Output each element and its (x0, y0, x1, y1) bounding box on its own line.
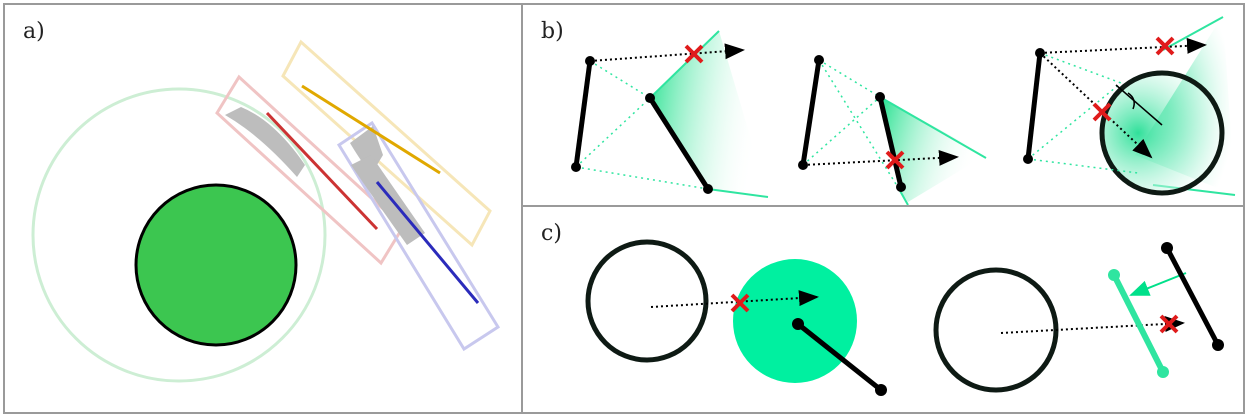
scene-b1-shadow (650, 31, 768, 197)
scene-b3-dotted-ray-3 (1027, 158, 1139, 174)
scene-b3 (1023, 15, 1236, 196)
scene-b1-endpoint (645, 93, 655, 103)
scene-c2-endpoint (1161, 242, 1173, 254)
scene-b2-cross-icon (885, 150, 905, 170)
blue-overlap-region (351, 155, 425, 245)
scene-b3-dotted-ray-1 (1039, 52, 1122, 84)
panel-c-diagram (585, 239, 1224, 396)
scene-c1 (585, 239, 887, 396)
panel-b-diagram (571, 15, 1236, 206)
scene-c2-projection-arrow (1129, 272, 1187, 296)
scene-c2-projected-endpoint (1157, 366, 1169, 378)
panel-a-diagram (31, 39, 501, 383)
scene-b3-endpoint (1035, 48, 1045, 58)
red-overlap-region (225, 107, 305, 177)
scene-b2-viewer-segment (800, 59, 822, 166)
scene-c2-projected-endpoint (1108, 269, 1120, 281)
scene-b1-shadow-edge (649, 30, 720, 99)
scene-c1-endpoint (792, 318, 804, 330)
scene-b2-obstacle-segment (877, 96, 904, 188)
scene-b1-endpoint (703, 184, 713, 194)
scene-b3-radius-line (1115, 84, 1163, 126)
scene-c1-endpoint (875, 384, 887, 396)
scene-c2-sight-ray (1000, 315, 1185, 334)
yellow-bounding-box (281, 39, 492, 248)
scene-b3-disc (1099, 70, 1225, 196)
scene-c1-target-circle (585, 239, 709, 363)
scene-b3-angle-arc (1127, 92, 1135, 110)
green-disc (134, 183, 298, 347)
scene-c2-cross-icon (1159, 314, 1179, 334)
scene-b2 (798, 55, 987, 206)
scene-c2-projected-segment (1111, 273, 1166, 374)
scene-b1 (571, 30, 769, 198)
panel-a-label: a) (23, 19, 45, 44)
scene-b3-cross-icon-top (1155, 36, 1175, 56)
scene-b1-dotted-ray-1 (589, 60, 651, 99)
panel-c: c) (521, 205, 1245, 414)
scene-b3-endpoint (1023, 154, 1033, 164)
scene-b2-shadow-edge (879, 96, 987, 159)
red-segment (265, 111, 379, 231)
scene-c1-cross-icon (730, 293, 750, 313)
scene-b2-endpoint (896, 182, 906, 192)
scene-b1-cross-icon (684, 44, 704, 64)
scene-b1-shadow-edge-2 (707, 188, 769, 198)
scene-b2-dotted-ray-2 (802, 96, 881, 166)
scene-b2-dotted-ray-1 (818, 59, 881, 98)
panel-a: a) (3, 3, 523, 414)
scene-c1-segment (796, 322, 883, 392)
scene-c2-target-circle (933, 267, 1059, 393)
scene-b3-shadow-edge (1162, 16, 1224, 51)
blue-bounding-box (336, 120, 501, 352)
outer-radius-ring (31, 87, 327, 383)
blue-segment (375, 181, 480, 304)
panel-b: b) (521, 3, 1245, 207)
scene-b1-obstacle-segment (647, 96, 711, 191)
scene-b3-sight-ray (1039, 37, 1207, 54)
scene-c2-segment (1164, 246, 1221, 347)
scene-b3-cross-icon-mid (1092, 102, 1112, 122)
scene-b2-dotted-ray-3 (818, 59, 900, 190)
scene-c2 (933, 242, 1224, 393)
scene-b1-endpoint (571, 162, 581, 172)
panel-b-label: b) (541, 19, 564, 44)
scene-b3-dotted-ray-2 (1027, 82, 1122, 160)
scene-b2-endpoint (798, 160, 808, 170)
scene-b2-sight-ray (802, 149, 959, 166)
scene-b2-shadow (880, 97, 986, 202)
scene-b3-viewer-segment (1025, 52, 1043, 160)
scene-b1-endpoint (585, 56, 595, 66)
scene-b1-sight-ray (589, 43, 745, 62)
panel-c-label: c) (541, 221, 562, 246)
scene-b2-endpoint (814, 55, 824, 65)
yellow-segment (301, 84, 441, 175)
scene-b2-endpoint (875, 92, 885, 102)
scene-b1-viewer-segment (573, 60, 593, 168)
scene-c2-endpoint (1212, 339, 1224, 351)
scene-b1-dotted-ray-3 (575, 166, 709, 190)
scene-b1-dotted-ray-2 (575, 97, 651, 168)
